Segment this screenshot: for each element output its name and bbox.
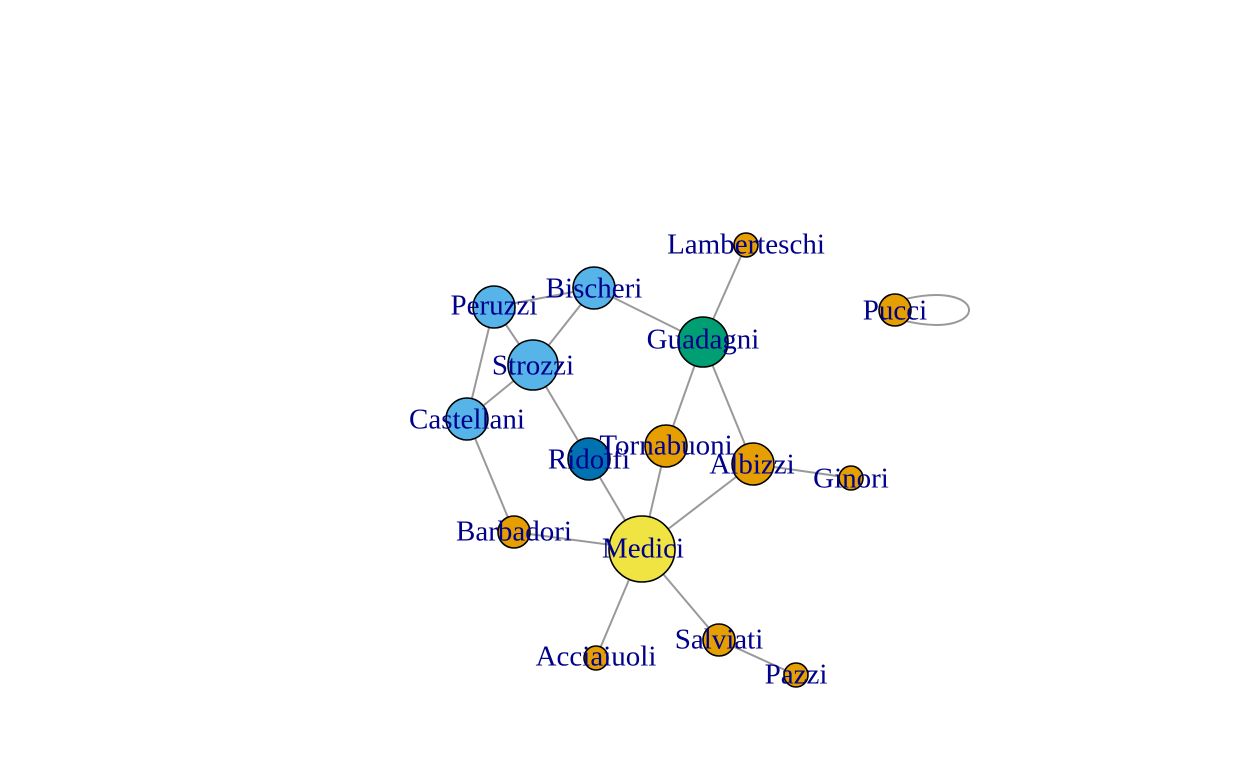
node-label-medici: Medici: [602, 533, 684, 565]
node-label-albizzi: Albizzi: [709, 449, 794, 481]
node-strozzi: [507, 339, 559, 391]
node-label-guadagni: Guadagni: [647, 324, 760, 356]
node-label-salviati: Salviati: [675, 624, 764, 656]
node-label-ridolfi: Ridolfi: [548, 444, 630, 476]
nodes-layer: [445, 232, 912, 688]
node-label-acciaiuoli: Acciaiuoli: [536, 641, 657, 673]
node-label-castellani: Castellani: [409, 404, 525, 436]
node-medici: [608, 515, 676, 583]
node-label-bischeri: Bischeri: [546, 273, 643, 305]
node-pazzi: [783, 662, 809, 688]
node-castellani: [445, 397, 489, 441]
node-label-pazzi: Pazzi: [765, 659, 828, 691]
node-albizzi: [731, 442, 775, 486]
node-lamberteschi: [733, 232, 759, 258]
node-peruzzi: [472, 285, 516, 329]
node-label-barbadori: Barbadori: [456, 516, 572, 548]
node-acciaiuoli: [583, 645, 609, 671]
node-label-ginori: Ginori: [813, 463, 889, 495]
node-label-tornabuoni: Tornabuoni: [599, 430, 732, 462]
node-pucci: [878, 293, 912, 327]
node-ginori: [838, 465, 864, 491]
node-salviati: [702, 623, 736, 657]
node-label-strozzi: Strozzi: [492, 350, 574, 382]
edge-pucci-self-loop: [905, 294, 971, 326]
node-ridolfi: [567, 437, 611, 481]
node-guadagni: [677, 316, 729, 368]
node-tornabuoni: [644, 424, 688, 468]
node-label-lamberteschi: Lamberteschi: [667, 229, 825, 261]
node-bischeri: [572, 266, 616, 310]
node-barbadori: [497, 515, 531, 549]
node-label-peruzzi: Peruzzi: [451, 290, 538, 322]
node-label-pucci: Pucci: [863, 295, 927, 327]
